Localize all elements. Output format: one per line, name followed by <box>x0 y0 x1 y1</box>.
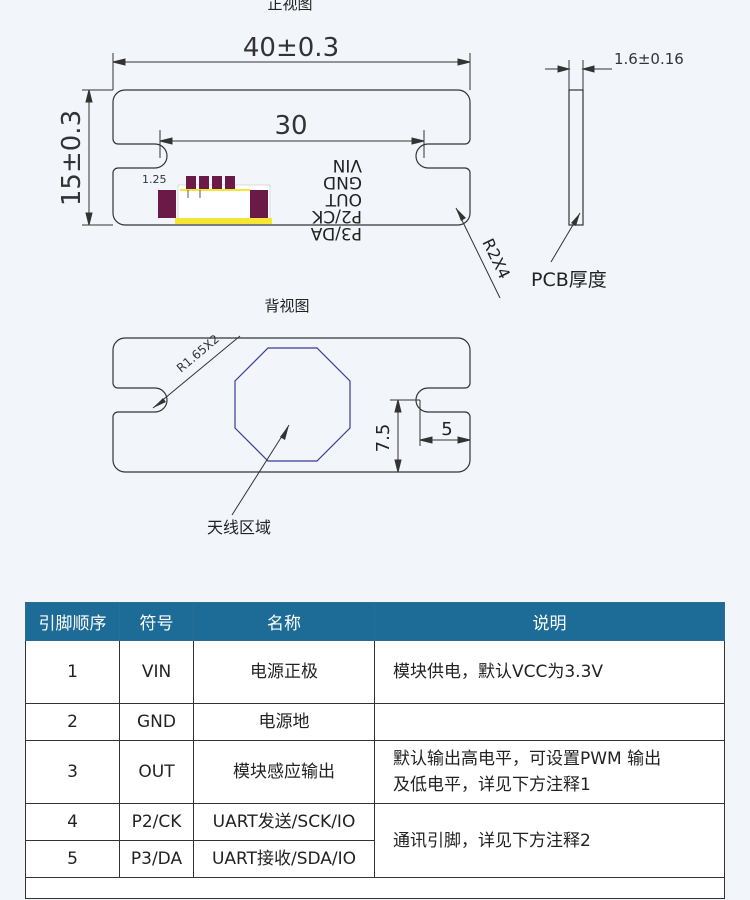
name-cell: UART发送/SCK/IO <box>193 803 375 841</box>
slot-span-dimension <box>159 130 425 158</box>
symbol-cell: P2/CK <box>119 803 194 841</box>
slot-offset-dimension <box>390 399 420 473</box>
header-symbol: 符号 <box>119 602 194 641</box>
desc-cell <box>374 703 725 741</box>
note-cell <box>25 877 725 899</box>
symbol-cell: VIN <box>119 640 194 704</box>
pin-pads <box>158 176 272 224</box>
pin-cell: 3 <box>25 740 120 804</box>
name-cell: UART接收/SDA/IO <box>193 840 375 878</box>
antenna-area <box>234 347 351 462</box>
symbol-cell: OUT <box>119 740 194 804</box>
pin-cell: 1 <box>25 640 120 704</box>
table-row: 5 P3/DA UART接收/SDA/IO <box>25 840 725 878</box>
name-cell: 模块感应输出 <box>193 740 375 804</box>
corner-radius-arrow <box>153 398 166 408</box>
thickness-label: 1.6±0.16 <box>614 50 684 68</box>
desc-line-1: 默认输出高电平，可设置PWM 输出 <box>393 749 662 769</box>
pad-pitch-label: 1.25 <box>142 173 167 186</box>
table-note-row <box>25 877 725 899</box>
radius-label: R2X4 <box>478 235 514 281</box>
table-header-row: 引脚顺序 符号 名称 说明 <box>25 602 725 641</box>
back-board-outline <box>112 337 471 473</box>
slot-span-label: 30 <box>274 111 307 141</box>
slot-offset-label: 7.5 <box>373 424 394 453</box>
thickness-dimension <box>545 60 612 90</box>
back-view-title: 背视图 <box>264 297 309 315</box>
length-dimension <box>112 53 471 90</box>
pcb-side-view <box>568 89 584 226</box>
table-row: 4 P2/CK UART发送/SCK/IO 通讯引脚，详见下方注释2 <box>25 803 725 878</box>
pin-cell: 2 <box>25 703 120 741</box>
slot-depth-dimension <box>419 400 471 446</box>
length-label: 40±0.3 <box>243 33 339 63</box>
header-pin-order: 引脚顺序 <box>25 602 120 641</box>
antenna-arrow <box>280 425 289 440</box>
slot-depth-label: 5 <box>441 419 452 440</box>
front-view-title: 正视图 <box>267 0 312 13</box>
pcb-thickness-label: PCB厚度 <box>531 269 607 291</box>
front-board-outline <box>112 89 471 226</box>
symbol-cell: P3/DA <box>119 840 194 878</box>
pcb-arrow <box>571 213 580 226</box>
module-drawing: 正视图 40±0.3 30 15±0.3 <box>57 0 684 537</box>
name-cell: 电源地 <box>193 703 375 741</box>
header-description: 说明 <box>374 602 725 641</box>
desc-cell: 模块供电，默认VCC为3.3V <box>374 640 725 704</box>
pin-label-vin: VIN <box>333 155 362 175</box>
table-row: 1 VIN 电源正极 模块供电，默认VCC为3.3V <box>25 640 725 704</box>
table-row: 2 GND 电源地 <box>25 703 725 741</box>
pin-table: 引脚顺序 符号 名称 说明 1 VIN 电源正极 模块供电，默认VCC为3.3V… <box>25 602 725 899</box>
pin-labels: P3/DA P2/CK OUT GND VIN <box>310 155 362 243</box>
symbol-cell: GND <box>119 703 194 741</box>
pin-cell: 5 <box>25 840 120 878</box>
corner-radius-leader <box>152 335 241 409</box>
antenna-leader <box>231 424 290 516</box>
desc-cell: 通讯引脚，详见下方注释2 <box>374 803 725 878</box>
pin-label-p3: P3/DA <box>310 223 362 243</box>
header-name: 名称 <box>193 602 375 641</box>
height-label: 15±0.3 <box>57 110 87 206</box>
pin-label-out: OUT <box>325 189 362 209</box>
pin-label-gnd: GND <box>323 172 362 192</box>
name-cell: 电源正极 <box>193 640 375 704</box>
radius-arrow <box>456 208 466 221</box>
pin-cell: 4 <box>25 803 120 841</box>
antenna-label: 天线区域 <box>207 518 271 537</box>
desc-line-2: 及低电平，详见下方注释1 <box>393 775 591 795</box>
pin-label-p2: P2/CK <box>311 206 362 226</box>
table-row: 3 OUT 模块感应输出 默认输出高电平，可设置PWM 输出及低电平，详见下方注… <box>25 740 725 804</box>
radius-leader <box>455 207 501 299</box>
desc-cell: 默认输出高电平，可设置PWM 输出及低电平，详见下方注释1 <box>374 740 725 804</box>
height-dimension <box>82 89 113 226</box>
